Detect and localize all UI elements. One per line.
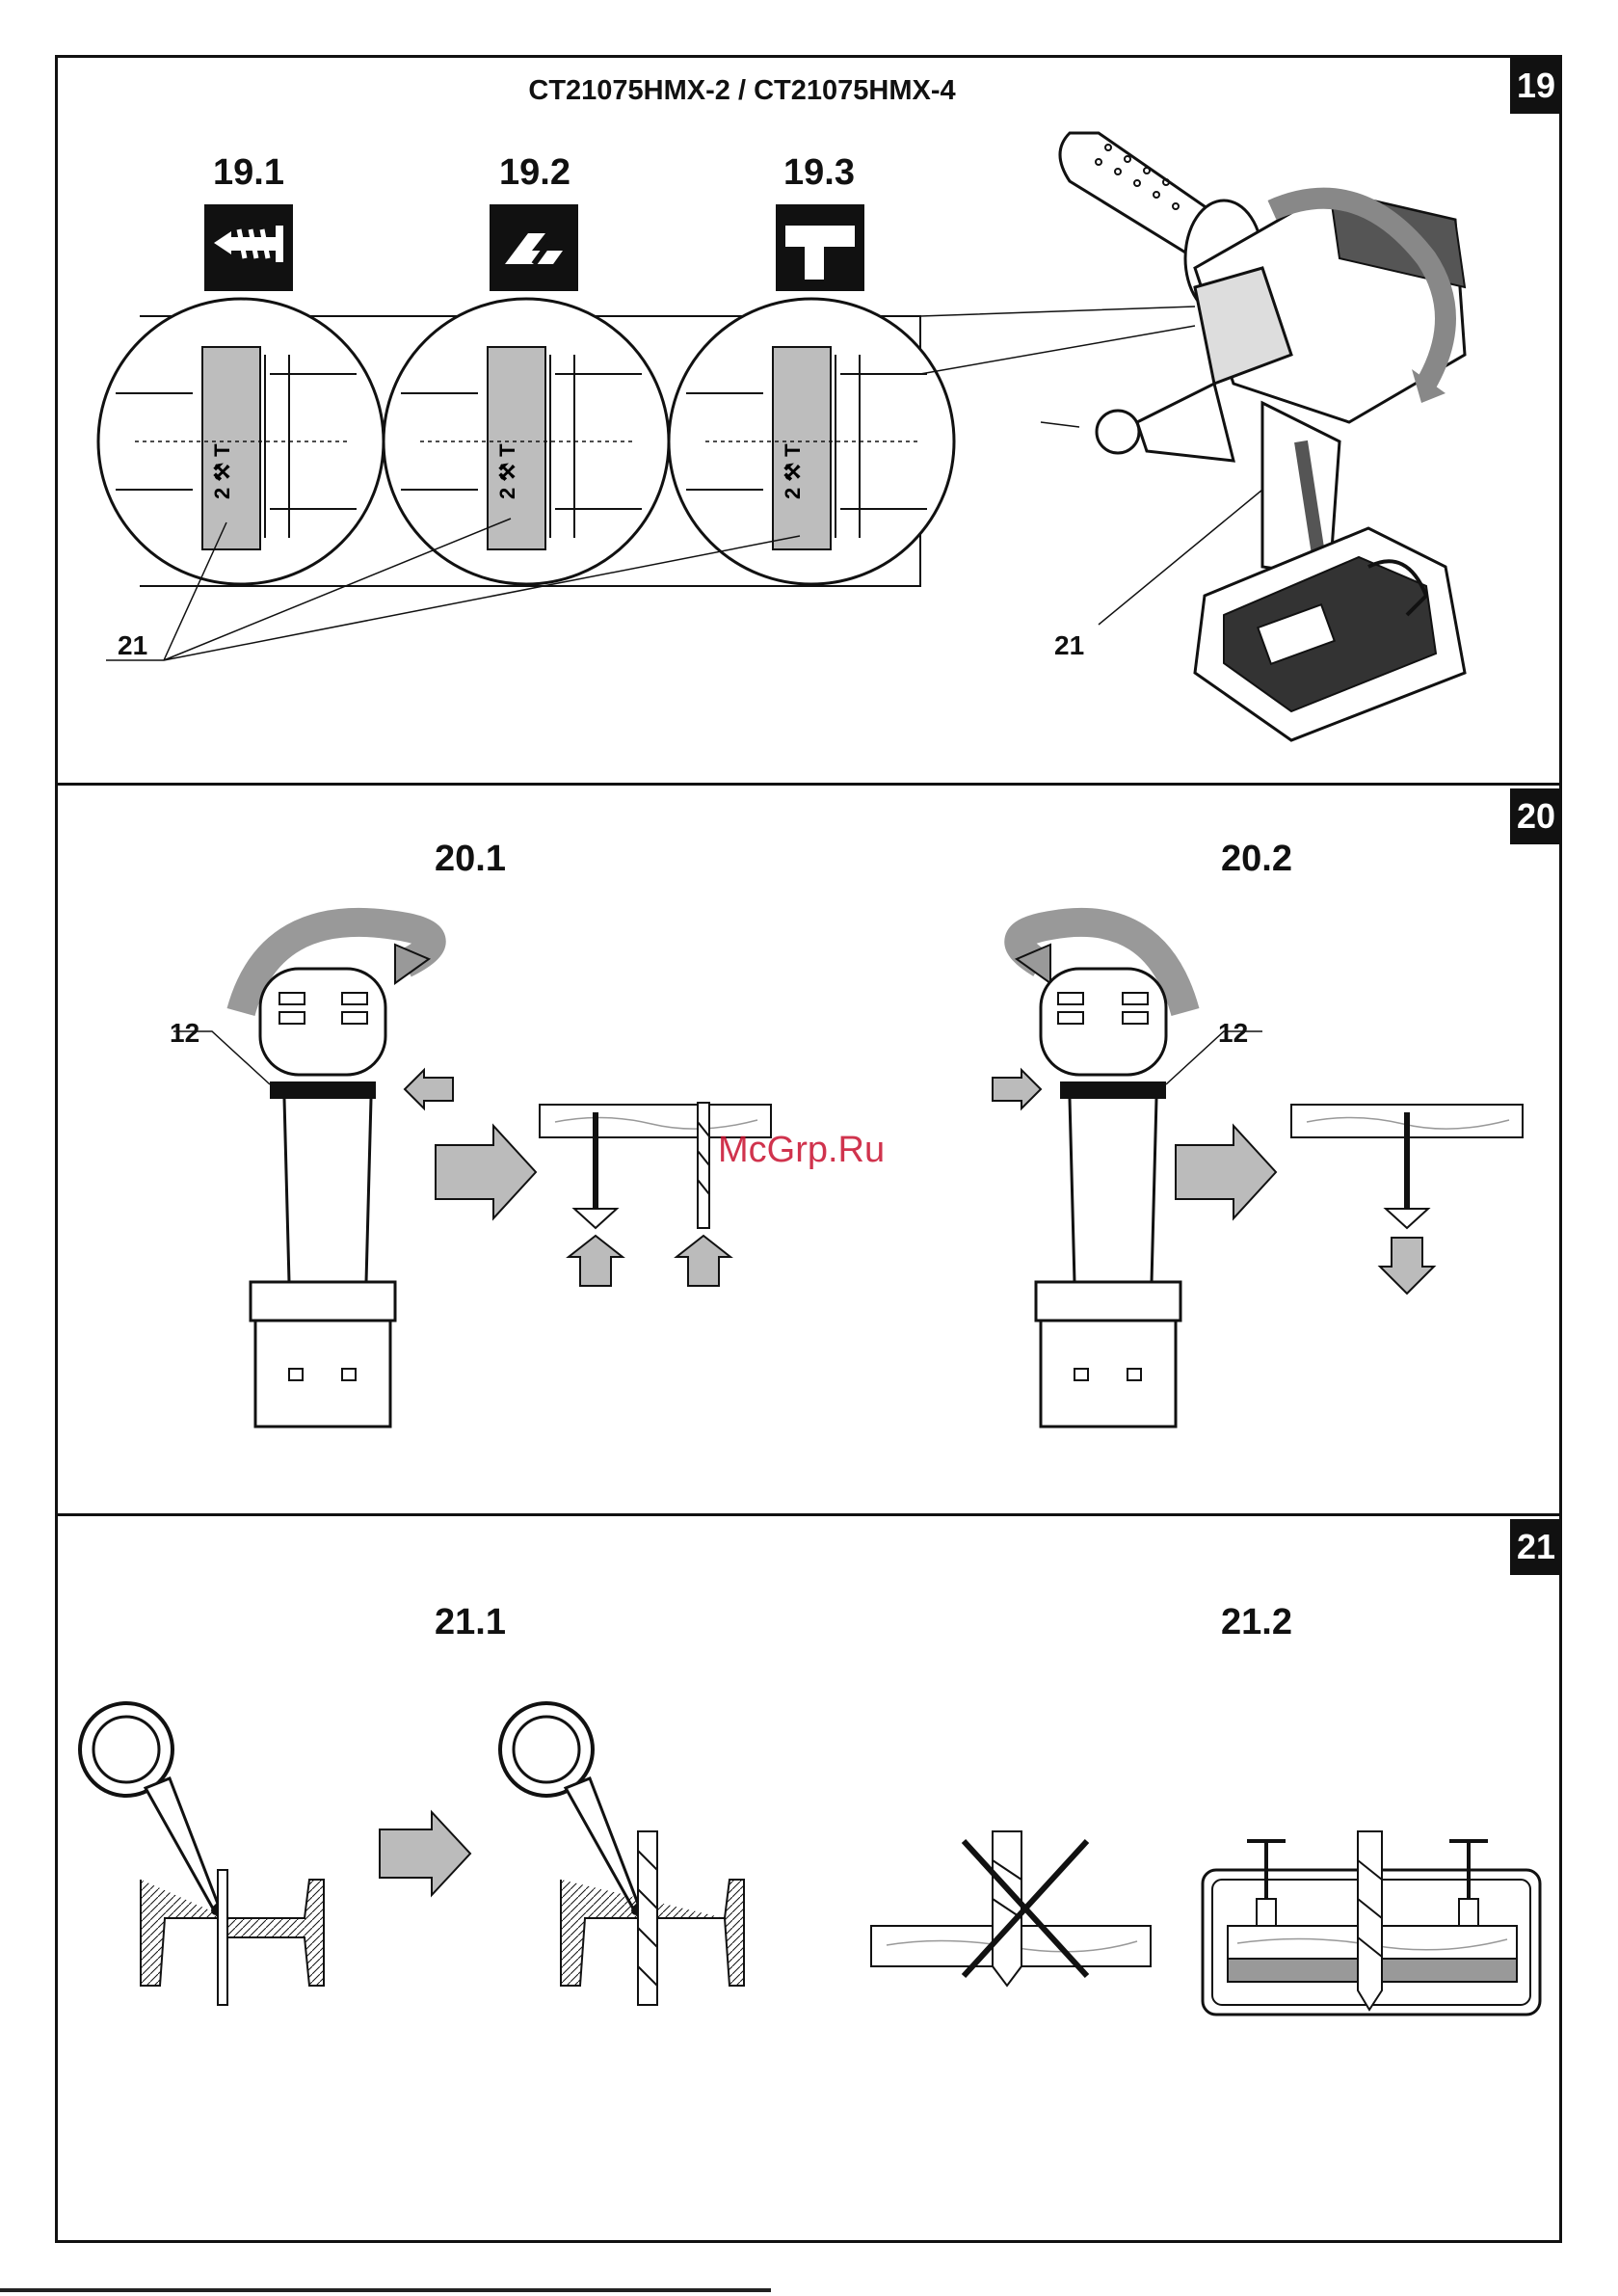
step-label-21-2: 21.2 xyxy=(1180,1602,1334,1643)
oil-drill-bit-step-1 xyxy=(73,1696,324,2005)
watermark: McGrp.Ru xyxy=(718,1130,885,1171)
drill-mode-icon xyxy=(490,204,578,291)
panel-divider-19-20 xyxy=(55,783,1562,786)
panel-divider-20-21 xyxy=(55,1513,1562,1516)
step-label-20-1: 20.1 xyxy=(393,839,547,880)
incorrect-drilling-unsupported-wood xyxy=(867,1831,1156,1995)
mode-label-19-1: 19.1 xyxy=(172,152,326,194)
screw-removal-from-wood xyxy=(1287,1093,1528,1305)
direction-arrow-right-20-1 xyxy=(434,1124,540,1220)
screw-and-drill-into-wood xyxy=(536,1093,777,1305)
direction-arrow-21-1 xyxy=(378,1810,474,1897)
panel-number-badge: 19 xyxy=(1510,58,1562,114)
callout-leaders-21 xyxy=(106,501,877,675)
callout-21-left: 21 xyxy=(118,630,147,661)
direction-arrow-right-20-2 xyxy=(1174,1124,1280,1220)
svg-text:2 ⚒ T: 2 ⚒ T xyxy=(781,443,805,499)
callout-21-right: 21 xyxy=(1054,630,1084,661)
panel-number-badge: 21 xyxy=(1510,1519,1562,1575)
hammer-mode-icon xyxy=(776,204,864,291)
svg-text:2 ⚒ T: 2 ⚒ T xyxy=(210,443,234,499)
mode-label-19-2: 19.2 xyxy=(458,152,612,194)
page-bottom-rule xyxy=(0,2288,771,2292)
hammer-drill-illustration xyxy=(1041,114,1494,769)
svg-text:2 ⚒ T: 2 ⚒ T xyxy=(495,443,519,499)
callout-12-left: 12 xyxy=(170,1018,199,1049)
step-label-21-1: 21.1 xyxy=(393,1602,547,1643)
oil-drill-bit-step-2 xyxy=(493,1696,744,2005)
correct-drilling-clamped-wood xyxy=(1199,1831,1546,2024)
model-title: CT21075HMX-2 / CT21075HMX-4 xyxy=(482,75,1002,107)
step-label-20-2: 20.2 xyxy=(1180,839,1334,880)
screw-mode-icon xyxy=(204,204,293,291)
panel-number-badge: 20 xyxy=(1510,788,1562,844)
callout-12-right: 12 xyxy=(1218,1018,1248,1049)
mode-label-19-3: 19.3 xyxy=(742,152,896,194)
